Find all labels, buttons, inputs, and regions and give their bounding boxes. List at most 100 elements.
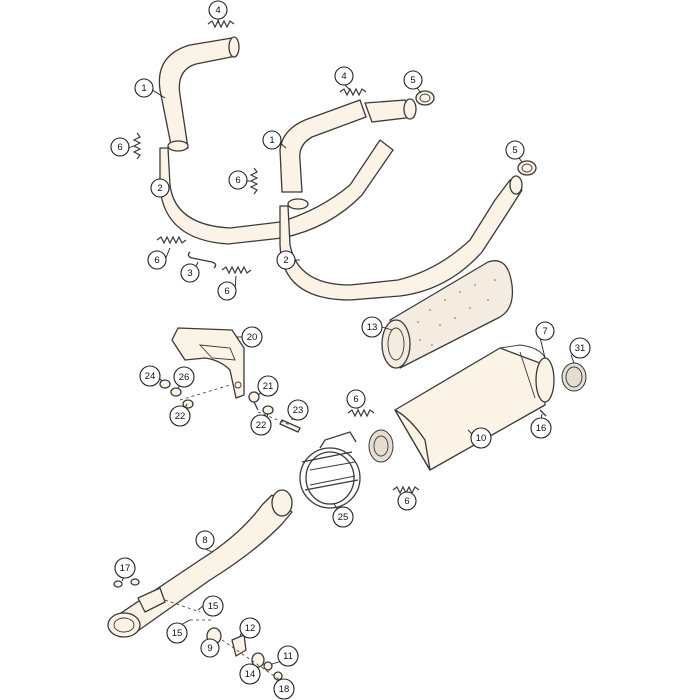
callout-2-right: 2 [276,250,296,270]
callout-label: 1 [141,83,146,94]
callout-25: 25 [332,506,354,528]
callout-label: 18 [279,684,290,695]
callout-2-left: 2 [150,178,170,198]
spark-arrestor-mesh [368,429,394,463]
callout-15-right: 15 [202,595,224,617]
spring-muffler-a [347,408,375,418]
washer-11 [263,661,273,671]
callout-15-left: 15 [166,622,188,644]
callout-label: 14 [245,669,256,680]
callout-13: 13 [361,316,383,338]
spring-mid-left [249,167,259,195]
callout-label: 31 [575,343,586,354]
callout-label: 23 [293,405,304,416]
callout-6-lower-left-a: 6 [147,250,167,270]
callout-1-right: 1 [262,130,282,150]
link-pipe [107,489,293,638]
callout-11: 11 [277,645,299,667]
callout-label: 15 [172,628,183,639]
callout-1-left: 1 [134,78,154,98]
spring-upper-left [132,132,142,160]
callout-6-muffler-a: 6 [346,389,366,409]
bolt-17 [113,578,140,588]
nut-24 [159,379,171,389]
heat-shield-clamp [299,431,361,509]
callout-3: 3 [180,263,200,283]
callout-label: 7 [542,326,547,337]
callout-6-lower-left-b: 6 [217,281,237,301]
bushing-14 [251,652,265,668]
callout-20: 20 [241,326,263,348]
callout-label: 6 [235,175,240,186]
clamp-lower [517,160,537,176]
header-pipe-2-right [279,175,523,301]
callout-8: 8 [195,530,215,550]
callout-label: 22 [175,411,186,422]
callout-label: 6 [404,496,409,507]
header-pipe-2-left [159,139,394,245]
wire-hook [187,251,217,269]
callout-label: 4 [215,5,220,16]
washer-26 [170,387,182,397]
callout-17: 17 [114,557,136,579]
callout-26: 26 [173,366,195,388]
callout-14: 14 [239,663,261,685]
mounting-bracket [171,327,245,399]
callout-23: 23 [287,399,309,421]
nut-18 [273,671,283,681]
callout-label: 11 [283,651,293,662]
callout-label: 17 [120,563,131,574]
callout-6-muffler-b: 6 [397,491,417,511]
callout-6-mid-left: 6 [228,170,248,190]
end-cap-ring [535,357,555,403]
callout-21: 21 [257,375,279,397]
callout-18: 18 [273,678,295,700]
screw-16 [539,409,547,417]
callout-label: 2 [283,255,288,266]
washer-22b [262,405,274,415]
spring-top-a [207,19,235,29]
header-pipe-1-left [158,36,240,151]
insulation-packing [381,260,514,369]
callout-label: 24 [145,371,156,382]
callout-label: 22 [256,420,267,431]
callout-5-lower: 5 [505,140,525,160]
spring-lower-left-a [156,235,187,245]
callout-label: 4 [341,71,346,82]
callout-label: 5 [512,145,517,156]
callout-5-upper: 5 [403,70,423,90]
callout-9: 9 [200,638,220,658]
callout-label: 6 [117,142,122,153]
muffler-body [394,344,549,471]
end-cap-mesh [561,362,587,392]
callout-label: 16 [536,423,547,434]
callout-label: 15 [208,601,219,612]
callout-24: 24 [139,365,161,387]
callout-4-mid: 4 [334,66,354,86]
callout-label: 3 [187,268,192,279]
callout-label: 10 [476,433,487,444]
callout-22-left: 22 [169,405,191,427]
callout-10: 10 [470,427,492,449]
spring-lower-left-b [221,265,252,275]
callout-label: 6 [224,286,229,297]
callout-4-top: 4 [208,0,228,20]
bolt-21 [248,391,260,411]
callout-label: 13 [367,322,378,333]
callout-31: 31 [569,337,591,359]
callout-22-right: 22 [250,414,272,436]
callout-label: 8 [202,535,207,546]
callout-label: 25 [338,512,349,523]
callout-label: 12 [245,623,256,634]
callout-label: 5 [410,75,415,86]
callout-label: 21 [263,381,274,392]
callout-label: 1 [269,135,274,146]
callout-label: 20 [247,332,258,343]
header-pipe-1-right [279,98,417,193]
callout-16: 16 [530,417,552,439]
callout-label: 26 [179,372,190,383]
callout-label: 9 [207,643,212,654]
callout-label: 6 [154,255,159,266]
bracket-12 [231,634,247,657]
